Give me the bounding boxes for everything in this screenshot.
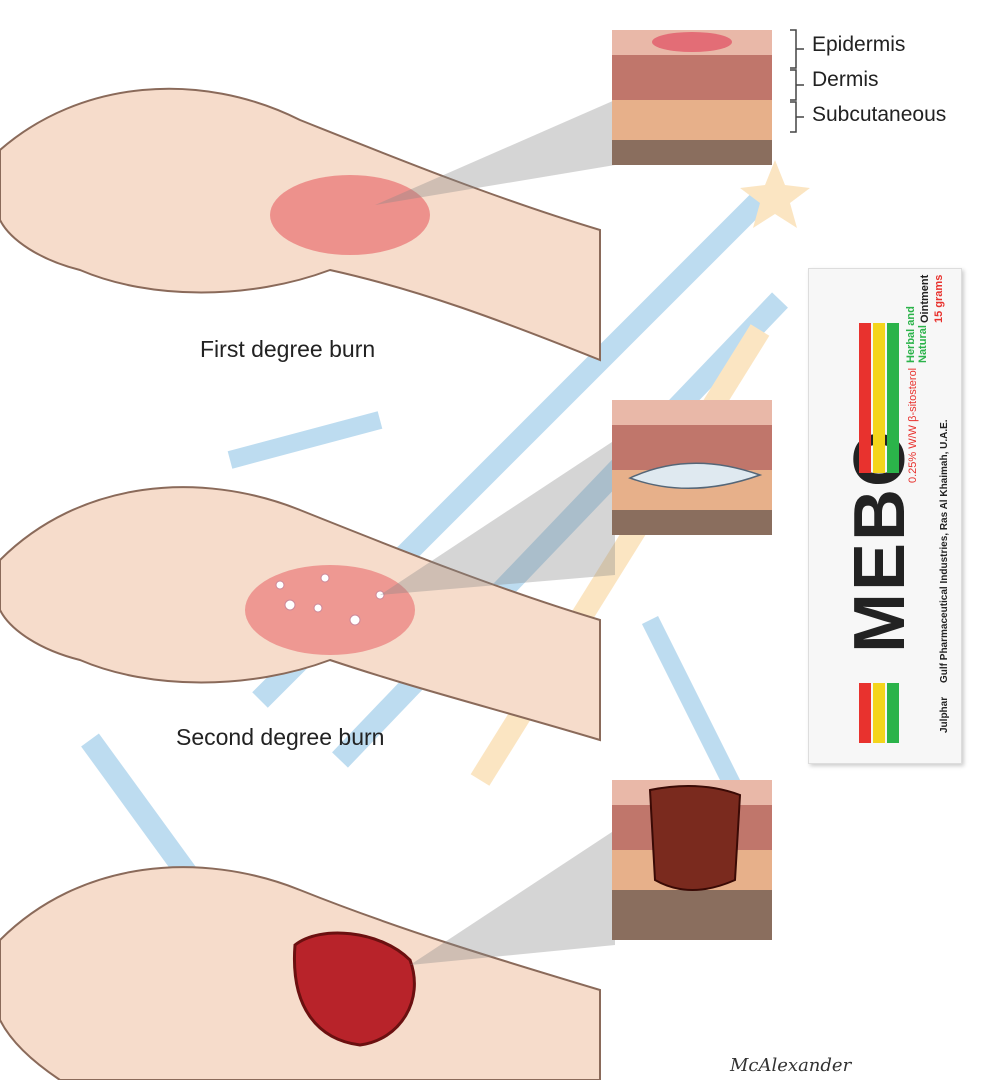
caption-first-degree: First degree burn: [200, 336, 376, 362]
hand-third: [0, 866, 601, 1080]
product-logo: Julphar: [939, 696, 950, 733]
product-maker: Gulf Pharmaceutical Industries, Ras Al K…: [939, 419, 950, 683]
product-line3: 15 grams: [933, 274, 945, 323]
label-dermis: Dermis: [812, 68, 879, 91]
hand-first: [0, 87, 601, 362]
mebo-product-box: MEBO Herbal and Natural Ointment 15 gram…: [808, 268, 962, 764]
label-subcutaneous: Subcutaneous: [812, 103, 947, 126]
skin-block-first: [612, 30, 772, 165]
label-epidermis: Epidermis: [812, 33, 906, 56]
product-ingredient: 0.25% W/W β-sitosterol: [907, 367, 919, 483]
skin-block-third: [612, 780, 772, 940]
skin-block-second: [612, 400, 772, 535]
product-line2: Ointment: [919, 274, 931, 323]
artist-signature: McAlexander: [730, 1055, 852, 1076]
caption-second-degree: Second degree burn: [176, 724, 385, 750]
hand-second: [0, 486, 601, 742]
